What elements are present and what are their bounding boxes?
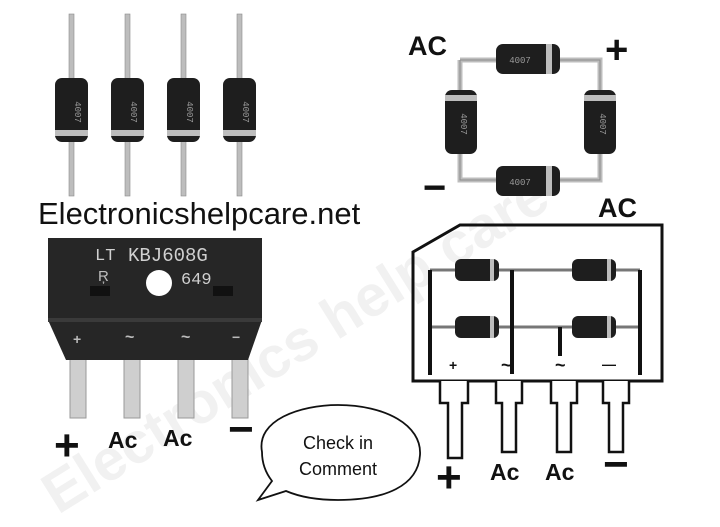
package-pin-mark: + — [449, 357, 458, 373]
diagram-canvas: Electronics help care 4007 4007 — [31, 13, 664, 526]
vertical-diode: 4007 — [55, 13, 88, 197]
package-diode — [455, 259, 499, 281]
diode-marking: 4007 — [458, 113, 468, 135]
package-diode — [572, 316, 616, 338]
package-pin-label-ac: Ac — [490, 459, 520, 485]
kbj-bridge-rectifier — [48, 238, 262, 419]
speech-bubble — [255, 404, 421, 502]
bridge-square: 4007 4007 4007 4007 — [445, 44, 616, 196]
vertical-diode-row: 4007 4007 4007 4007 — [55, 13, 256, 197]
website-title: Electronicshelpcare.net — [38, 196, 361, 231]
left-pin-label-ac: Ac — [163, 425, 193, 451]
bridge-plus-label: + — [605, 28, 629, 72]
bridge-diode-left: 4007 — [445, 90, 477, 154]
vertical-diode: 4007 — [111, 13, 144, 197]
chip-ul-mark: Ŗ — [98, 268, 109, 285]
package-pin-mark: ~ — [501, 355, 512, 375]
chip-part-number: KBJ608G — [128, 245, 208, 267]
vertical-diode: 4007 — [223, 13, 256, 197]
diode-marking: 4007 — [509, 178, 531, 188]
left-pin-label-plus: + — [54, 421, 80, 470]
mounting-hole — [146, 270, 172, 296]
package-diagram — [411, 223, 664, 460]
left-pin-label-minus: − — [228, 405, 254, 454]
package-pin-label-minus: − — [603, 440, 629, 489]
vertical-diode: 4007 — [167, 13, 200, 197]
diode-marking: 4007 — [597, 113, 607, 135]
diode-marking: 4007 — [240, 101, 250, 123]
bridge-ac-label-bottom: AC — [598, 193, 637, 223]
chip-pin-mark: − — [232, 329, 241, 345]
package-pin-label-ac: Ac — [545, 459, 575, 485]
diode-marking: 4007 — [128, 101, 138, 123]
diode-marking: 4007 — [72, 101, 82, 123]
chip-date-code: 649 — [181, 271, 212, 290]
chip-brand: LT — [95, 247, 116, 266]
speech-bubble-line: Check in — [302, 433, 374, 453]
diode-marking: 4007 — [184, 101, 194, 123]
chip-pin-mark: ~ — [181, 329, 191, 346]
package-pin-label-plus: + — [436, 453, 462, 502]
bridge-diode-bottom: 4007 — [496, 166, 560, 196]
diode-marking: 4007 — [509, 56, 531, 66]
chip-pin-mark: ~ — [125, 329, 135, 346]
bridge-ac-label-top: AC — [408, 31, 447, 61]
package-diode — [455, 316, 499, 338]
package-diode — [572, 259, 616, 281]
speech-bubble-text: Check in Comment — [272, 430, 404, 482]
left-pin-label-ac: Ac — [108, 427, 138, 453]
chip-pins — [69, 355, 249, 419]
package-pin-mark: — — [602, 356, 616, 372]
speech-bubble-line: Comment — [298, 459, 378, 479]
bridge-minus-label: − — [423, 166, 447, 210]
bridge-diode-top: 4007 — [496, 44, 560, 74]
diagram-graphics: 4007 4007 4007 4007 — [48, 13, 664, 502]
chip-pin-mark: + — [73, 331, 82, 347]
package-pin-mark: ~ — [555, 355, 566, 375]
package-pins — [438, 381, 631, 460]
bridge-diode-right: 4007 — [584, 90, 616, 154]
